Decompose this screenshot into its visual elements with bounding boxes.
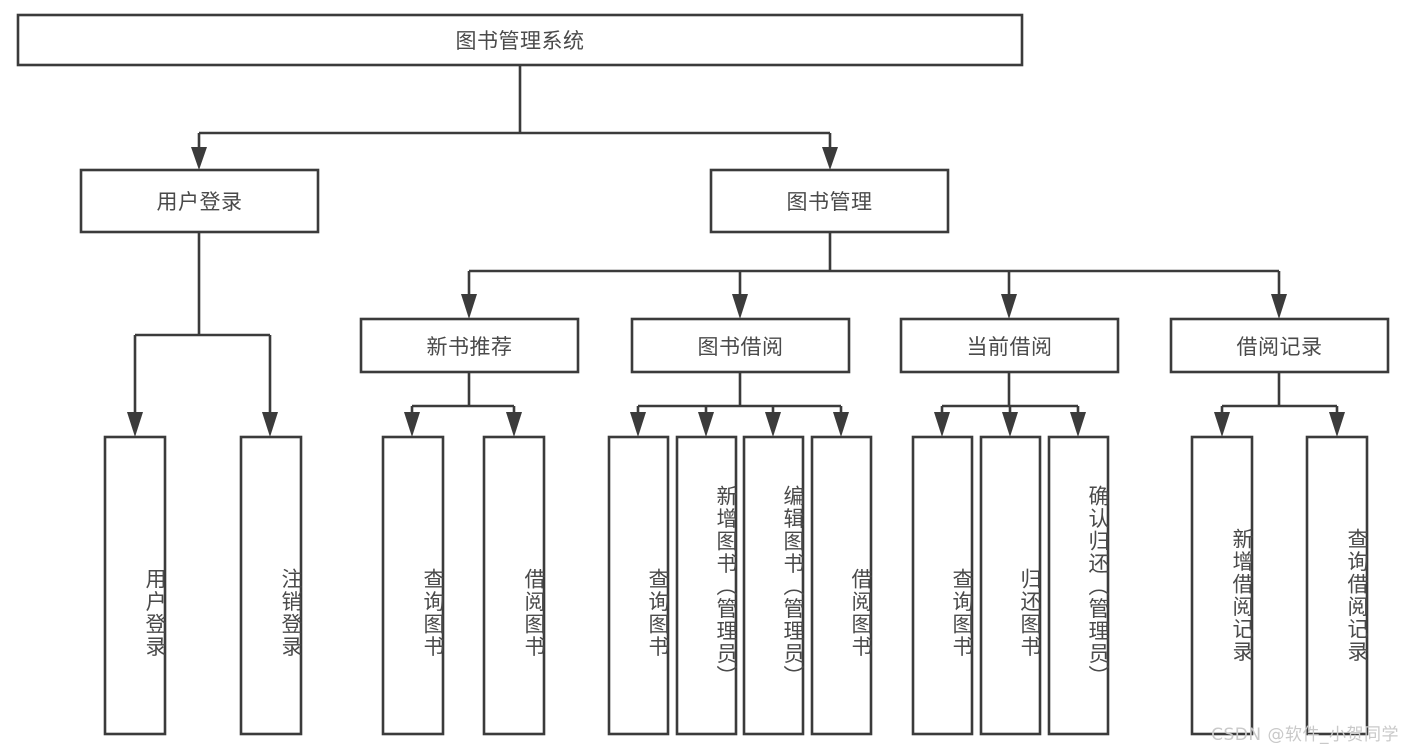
- node-borrow-record[interactable]: [1169, 317, 1390, 374]
- arrow-bm-to-borrow-record: [1271, 294, 1287, 319]
- node-leaf-query-borrow-record[interactable]: [1305, 435, 1369, 736]
- node-leaf-borrow-book-b[interactable]: [810, 435, 873, 736]
- node-leaf-add-book-admin[interactable]: [675, 435, 738, 736]
- arrow-user-login-leaf-1: [127, 412, 143, 437]
- node-leaf-query-book-a[interactable]: [381, 435, 445, 736]
- arrow-currentborrow-leaf-1: [934, 412, 950, 437]
- node-leaf-confirm-return-admin[interactable]: [1047, 435, 1110, 736]
- node-user-login[interactable]: [79, 168, 320, 234]
- arrow-bookborrow-leaf-4: [833, 412, 849, 437]
- arrow-newbook-leaf-1: [404, 412, 420, 437]
- node-leaf-add-borrow-record[interactable]: [1190, 435, 1254, 736]
- node-leaf-logout[interactable]: [239, 435, 303, 736]
- arrow-bm-to-current-borrow: [1001, 294, 1017, 319]
- arrow-root-to-book-management: [822, 147, 838, 170]
- node-leaf-return-book[interactable]: [979, 435, 1042, 736]
- csdn-watermark: CSDN @软件_小贺同学: [1211, 725, 1399, 745]
- arrow-bookborrow-leaf-2: [698, 412, 714, 437]
- arrow-currentborrow-leaf-2: [1002, 412, 1018, 437]
- arrow-user-login-leaf-2: [262, 412, 278, 437]
- arrow-borrowrecord-leaf-1: [1214, 412, 1230, 437]
- node-book-management[interactable]: [709, 168, 950, 234]
- arrow-bookborrow-leaf-3: [765, 412, 781, 437]
- node-leaf-query-book-b[interactable]: [607, 435, 670, 736]
- node-current-borrow[interactable]: [899, 317, 1120, 374]
- arrow-bm-to-book-borrow: [732, 294, 748, 319]
- node-leaf-borrow-book-a[interactable]: [482, 435, 546, 736]
- arrow-newbook-leaf-2: [506, 412, 522, 437]
- arrow-borrowrecord-leaf-2: [1329, 412, 1345, 437]
- arrow-bookborrow-leaf-1: [630, 412, 646, 437]
- node-leaf-query-book-c[interactable]: [911, 435, 974, 736]
- node-leaf-user-login[interactable]: [103, 435, 167, 736]
- node-book-borrow[interactable]: [630, 317, 851, 374]
- arrow-root-to-user-login: [191, 147, 207, 170]
- node-root-book-management-system[interactable]: [16, 13, 1024, 67]
- arrow-bm-to-new-book: [461, 294, 477, 319]
- node-leaf-edit-book-admin[interactable]: [742, 435, 805, 736]
- node-new-book-recommend[interactable]: [359, 317, 580, 374]
- arrow-currentborrow-leaf-3: [1070, 412, 1086, 437]
